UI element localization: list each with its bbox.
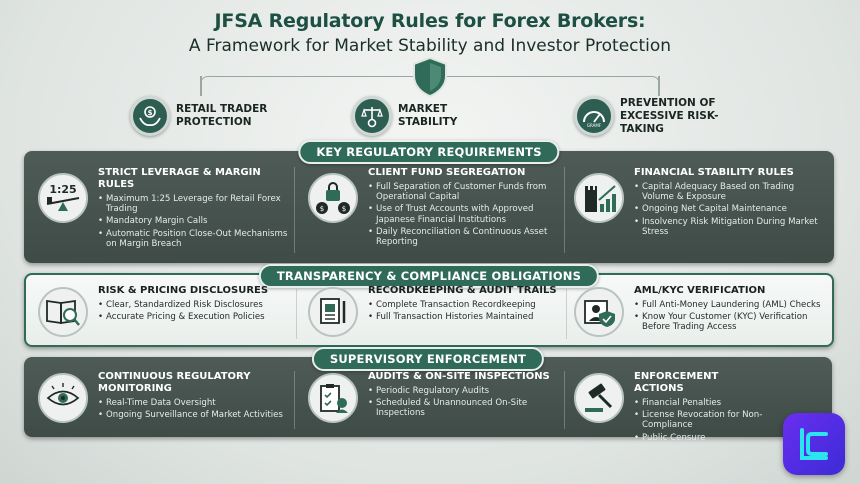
card-financial-stability: FINANCIAL STABILITY RULES Capital Adequa… — [574, 167, 828, 239]
tower-chart-icon — [574, 173, 624, 223]
gauge-label: GRAMF — [587, 123, 602, 128]
list-item: Accurate Pricing & Execution Policies — [98, 312, 268, 322]
gavel-icon — [574, 373, 624, 423]
card-heading: AML/KYC VERIFICATION — [634, 285, 766, 296]
divider — [564, 167, 565, 253]
pillar-market-stability: Market Stability — [352, 96, 498, 136]
divider — [294, 167, 295, 253]
id-check-icon — [574, 287, 624, 337]
list-item: Insolvency Risk Mitigation During Market… — [634, 217, 828, 237]
connector-drop — [658, 76, 660, 96]
card-heading: CONTINUOUS REGULATORY MONITORING — [98, 371, 251, 394]
list-item: Daily Reconciliation & Continuous Asset … — [368, 227, 560, 247]
card-heading: FINANCIAL STABILITY RULES — [634, 167, 794, 178]
shield-icon — [413, 56, 447, 98]
list-item: Clear, Standardized Risk Disclosures — [98, 300, 268, 310]
card-aml-kyc: AML/KYC VERIFICATION Full Anti-Money Lau… — [574, 285, 828, 337]
pillar-retail-trader-protection: $ Retail Trader Protection — [130, 96, 272, 136]
connector-drop — [200, 76, 202, 96]
eye-network-icon — [38, 373, 88, 423]
list-item: Complete Transaction Recordkeeping — [368, 300, 557, 310]
section-header: KEY REGULATORY REQUIREMENTS — [298, 140, 560, 164]
clipboard-check-icon — [308, 373, 358, 423]
brand-logo-icon — [783, 413, 845, 475]
svg-text:$: $ — [342, 205, 346, 213]
page-subtitle: A Framework for Market Stability and Inv… — [188, 36, 672, 56]
card-risk-disclosures: RISK & PRICING DISCLOSURES Clear, Standa… — [38, 285, 290, 337]
list-item: Full Anti-Money Laundering (AML) Checks — [634, 300, 828, 310]
card-continuous-monitoring: CONTINUOUS REGULATORY MONITORING Real-Ti… — [38, 371, 290, 423]
scales-gear-icon — [352, 96, 392, 136]
divider — [294, 371, 295, 429]
divider — [564, 371, 565, 429]
list-item: License Revocation for Non-Compliance — [634, 410, 764, 430]
list-item: Financial Penalties — [634, 398, 764, 408]
documents-pen-icon — [308, 287, 358, 337]
list-item: Automatic Position Close-Out Mechanisms … — [98, 229, 290, 249]
card-client-fund: $ $ CLIENT FUND SEGREGATION Full Separat… — [308, 167, 560, 249]
book-magnifier-icon — [38, 287, 88, 337]
svg-text:$: $ — [148, 109, 153, 117]
section-header: SUPERVISORY ENFORCEMENT — [311, 347, 545, 371]
panel-supervisory-enforcement: SUPERVISORY ENFORCEMENT CONTINUOUS REGUL… — [24, 347, 832, 443]
list-item: Full Separation of Customer Funds from O… — [368, 182, 560, 202]
list-item: Ongoing Net Capital Maintenance — [634, 204, 828, 214]
list-item: Know Your Customer (KYC) Verification Be… — [634, 312, 828, 332]
card-leverage-margin: 1:25 STRICT LEVERAGE & MARGIN RULES Maxi… — [38, 167, 290, 251]
list-item: Ongoing Surveillance of Market Activitie… — [98, 410, 283, 420]
pillar-prevention-risk: GRAMF Prevention of Excessive Risk-Takin… — [574, 96, 760, 136]
card-heading: CLIENT FUND SEGREGATION — [368, 167, 526, 178]
padlock-money-icon: $ $ — [308, 173, 358, 223]
card-heading: AUDITS & ON-SITE INSPECTIONS — [368, 371, 550, 382]
pillar-label: Prevention of Excessive Risk-Taking — [620, 96, 719, 135]
leverage-ratio-label: 1:25 — [49, 183, 76, 196]
card-heading: RECORDKEEPING & AUDIT TRAILS — [368, 285, 557, 296]
divider — [296, 289, 297, 339]
svg-text:$: $ — [320, 205, 324, 213]
hands-money-icon: $ — [130, 96, 170, 136]
list-item: Periodic Regulatory Audits — [368, 386, 560, 396]
page-title: JFSA Regulatory Rules for Forex Brokers: — [214, 10, 646, 32]
card-audits-inspections: AUDITS & ON-SITE INSPECTIONS Periodic Re… — [308, 371, 560, 423]
card-heading: ENFORCEMENT ACTIONS — [634, 371, 719, 394]
divider — [566, 289, 567, 339]
list-item: Use of Trust Accounts with Approved Japa… — [368, 204, 560, 224]
list-item: Mandatory Margin Calls — [98, 216, 290, 226]
leverage-seesaw-icon: 1:25 — [38, 173, 88, 223]
card-heading: RISK & PRICING DISCLOSURES — [98, 285, 269, 296]
card-heading: STRICT LEVERAGE & MARGIN RULES — [98, 167, 261, 190]
panel-key-requirements: KEY REGULATORY REQUIREMENTS 1:25 STRICT … — [24, 140, 834, 263]
list-item: Capital Adequacy Based on Trading Volume… — [634, 182, 828, 202]
gauge-icon: GRAMF — [574, 96, 614, 136]
card-enforcement-actions: ENFORCEMENT ACTIONS Financial Penalties … — [574, 371, 764, 445]
list-item: Scheduled & Unannounced On-Site Inspecti… — [368, 398, 560, 418]
pillar-label: Market Stability — [398, 103, 458, 128]
pillar-label: Retail Trader Protection — [176, 103, 268, 128]
list-item: Real-Time Data Oversight — [98, 398, 283, 408]
panel-transparency-compliance: TRANSPARENCY & COMPLIANCE OBLIGATIONS RI… — [24, 264, 834, 347]
list-item: Maximum 1:25 Leverage for Retail Forex T… — [98, 194, 290, 214]
section-header: TRANSPARENCY & COMPLIANCE OBLIGATIONS — [258, 264, 600, 288]
list-item: Full Transaction Histories Maintained — [368, 312, 557, 322]
list-item: Public Censure — [634, 433, 764, 443]
card-recordkeeping: RECORDKEEPING & AUDIT TRAILS Complete Tr… — [308, 285, 560, 337]
